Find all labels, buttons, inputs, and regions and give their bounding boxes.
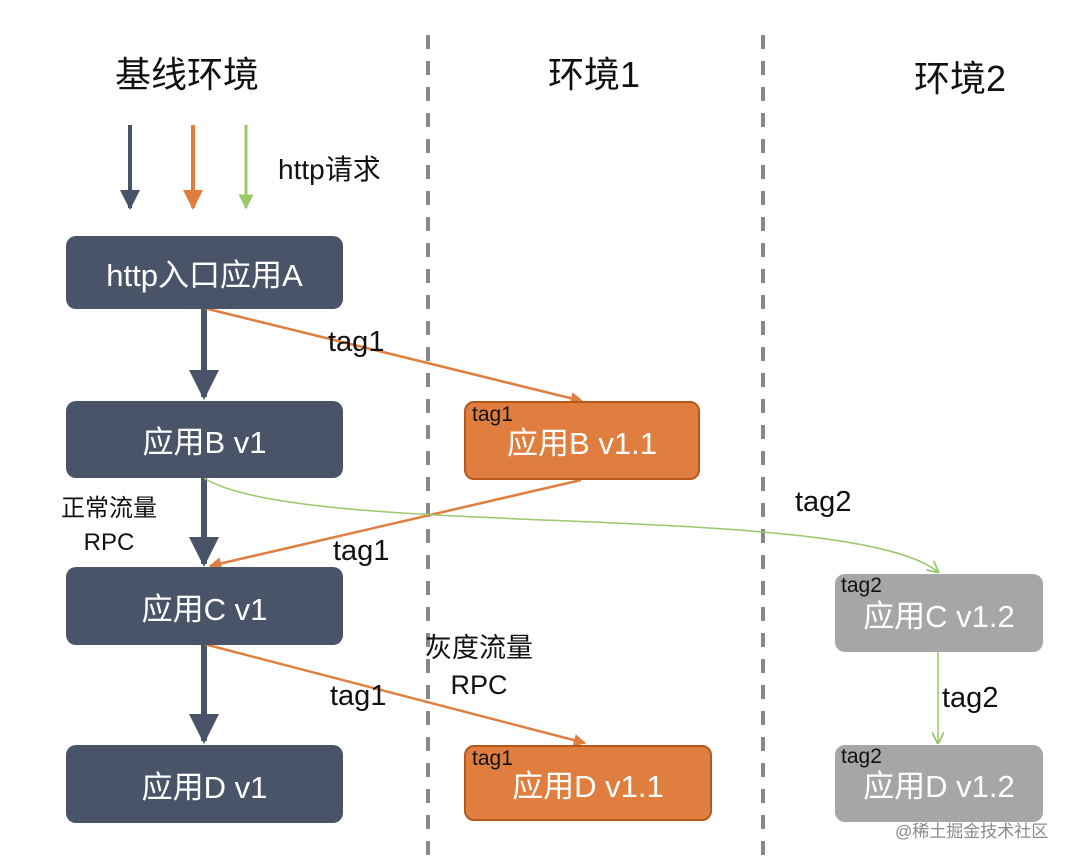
note-normal-traffic-rpc: RPC [83,529,135,556]
box-app-c-v1-label: 应用C v1 [141,591,268,627]
note-normal-traffic: 正常流量 RPC [52,492,166,560]
arrow-c-to-d11 [203,642,587,747]
edge-label-c12-to-d12: tag2 [942,682,999,714]
box-app-b-v1-label: 应用B v1 [142,425,267,460]
box-app-d-v1-2-tag: tag2 [841,745,882,768]
edge-label-c-to-d11: tag1 [330,680,387,712]
edge-label-a-to-b11: tag1 [328,326,385,358]
box-app-a-label: http入口应用A [106,258,303,293]
box-app-c-v1-2[interactable]: tag2 应用C v1.2 [835,574,1043,652]
box-app-d-v1-1-tag: tag1 [472,747,513,770]
box-app-a[interactable]: http入口应用A [66,236,343,309]
box-app-d-v1-1[interactable]: tag1 应用D v1.1 [464,745,712,821]
watermark: @稀土掘金技术社区 [895,822,1049,841]
box-app-b-v1-1-tag: tag1 [472,403,513,426]
heading-env1: 环境1 [548,54,641,95]
box-app-d-v1-2[interactable]: tag2 应用D v1.2 [835,745,1043,822]
arrow-b-to-c12 [203,477,938,572]
note-gray-traffic-title: 灰度流量 [425,633,533,663]
box-app-d-v1-label: 应用D v1 [141,769,268,805]
box-app-d-v1[interactable]: 应用D v1 [66,745,343,823]
edge-label-b-to-c12: tag2 [795,486,852,518]
box-app-c-v1-2-label: 应用C v1.2 [863,598,1015,634]
arrow-a-to-b11 [203,306,584,405]
box-app-d-v1-2-label: 应用D v1.2 [863,769,1015,804]
box-app-b-v1-1-label: 应用B v1.1 [507,426,657,461]
note-normal-traffic-title: 正常流量 [61,495,157,522]
http-request-label: http请求 [278,154,381,185]
box-app-d-v1-1-label: 应用D v1.1 [512,768,664,804]
edge-label-b11-to-c: tag1 [333,535,390,567]
arrow-b11-to-c [208,478,582,570]
box-app-b-v1-1[interactable]: tag1 应用B v1.1 [464,401,700,480]
box-app-c-v1[interactable]: 应用C v1 [66,567,343,645]
heading-env2: 环境2 [914,58,1007,99]
box-app-b-v1[interactable]: 应用B v1 [66,401,343,478]
heading-baseline-env: 基线环境 [115,54,260,95]
note-gray-traffic: 灰度流量 RPC [414,630,544,704]
note-gray-traffic-rpc: RPC [450,670,508,700]
box-app-c-v1-2-tag: tag2 [841,574,882,597]
